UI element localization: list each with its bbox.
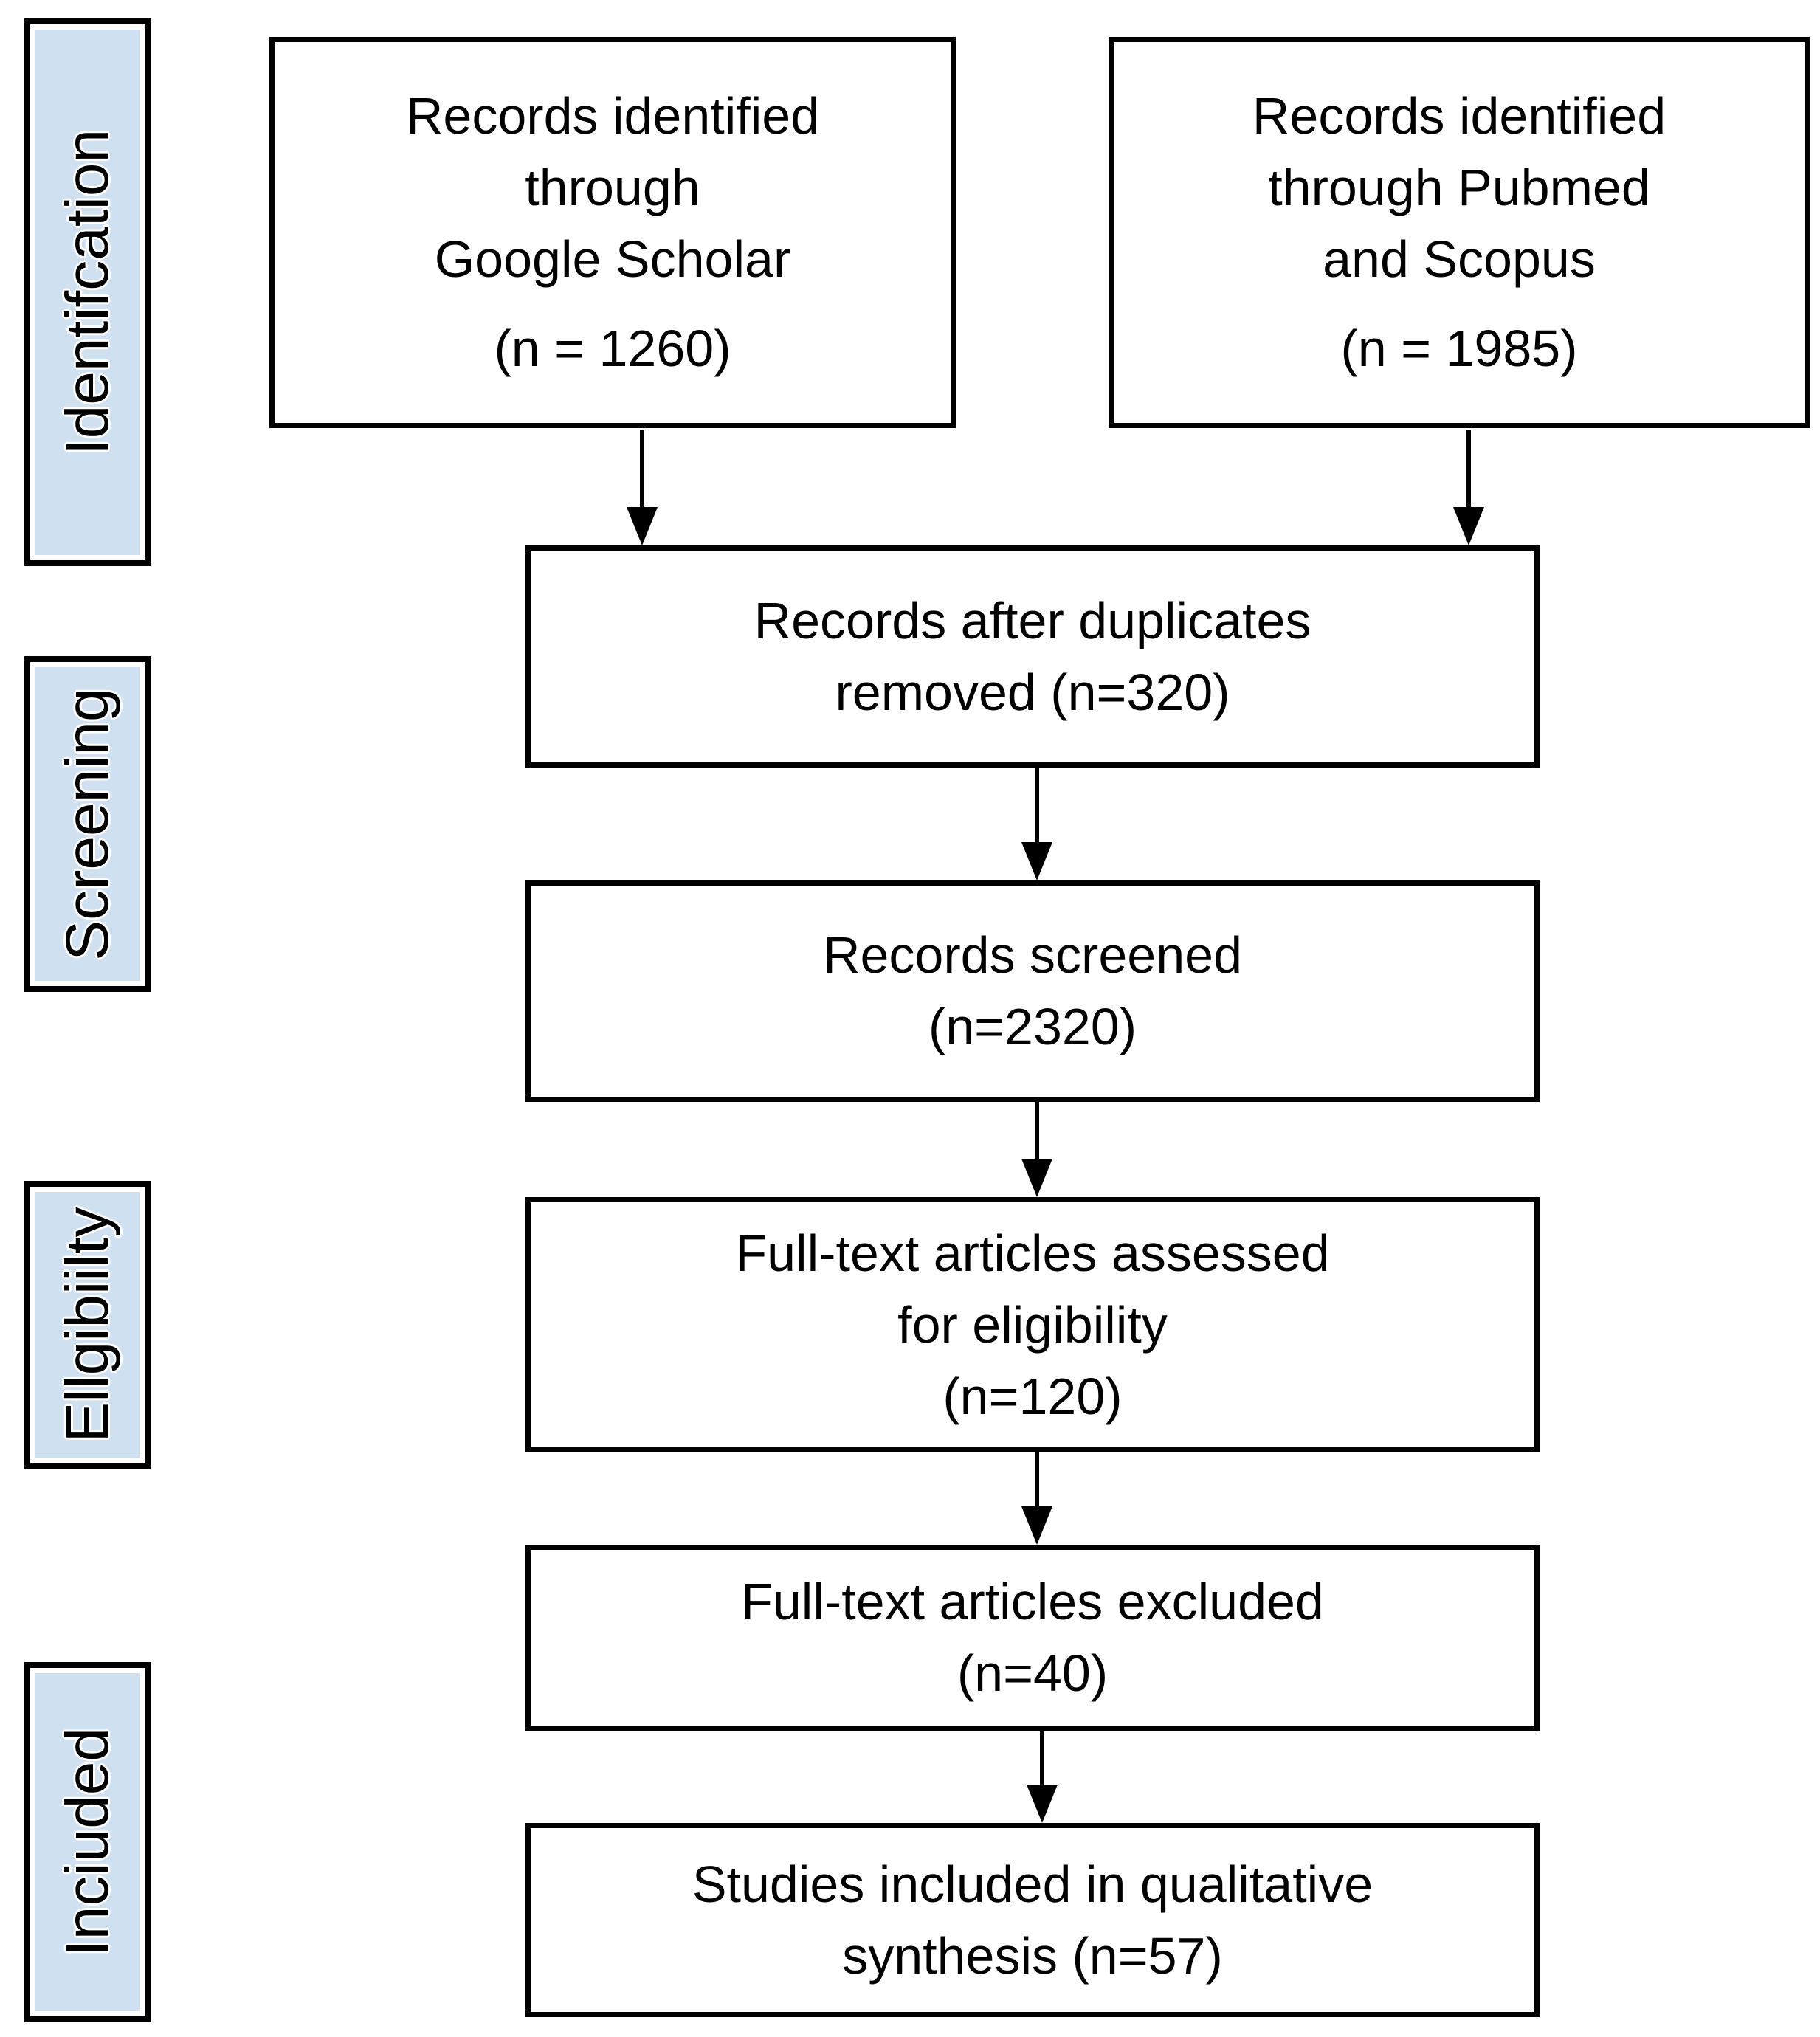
text-line: for eligibility: [897, 1295, 1168, 1354]
arrow-pubmed-scopus-to-duplicates: [1466, 430, 1471, 511]
stage-label-eligibility: Ellgibiilty: [54, 1207, 121, 1443]
text-line: Google Scholar: [434, 230, 791, 288]
box-studies-included-qualitative-synthesis: Studies included in qualitative synthesi…: [525, 1823, 1540, 2017]
box-fulltext-excluded: Full-text articles excluded (n=40): [525, 1545, 1540, 1731]
stage-box-identification: Identifcation: [24, 18, 151, 566]
arrow-duplicates-to-screened: [1035, 768, 1039, 846]
text-line: (n=2320): [928, 998, 1137, 1055]
text-line: (n=40): [956, 1644, 1109, 1702]
arrow-google-scholar-to-duplicates: [640, 430, 644, 511]
stage-box-eligibility: Ellgibiilty: [24, 1181, 151, 1469]
stage-label-included: Inciuded: [54, 1727, 121, 1957]
box-records-identified-google-scholar: Records identified through Google Schola…: [269, 37, 956, 428]
arrowhead-icon: [1027, 1785, 1058, 1823]
text-line: Full-text articles excluded: [741, 1573, 1324, 1630]
arrow-screened-to-assessed: [1035, 1102, 1039, 1162]
text-line: removed (n=320): [835, 663, 1230, 721]
arrowhead-icon: [1453, 507, 1484, 545]
arrow-assessed-to-excluded: [1035, 1452, 1039, 1510]
text-line: Studies included in qualitative: [692, 1855, 1373, 1913]
text-line: and Scopus: [1323, 230, 1596, 288]
record-count: (n = 1260): [494, 320, 731, 377]
text-line: synthesis (n=57): [842, 1926, 1223, 1985]
box-fulltext-assessed-eligibility: Full-text articles assessed for eligibil…: [525, 1197, 1540, 1452]
stage-label-identification: Identifcation: [54, 128, 121, 456]
text-line: through: [525, 159, 700, 216]
text-line: Records identified: [1252, 87, 1666, 145]
stage-box-screening: Screening: [24, 656, 151, 992]
arrowhead-icon: [627, 507, 658, 545]
record-count: (n = 1985): [1340, 320, 1578, 377]
text-line: (n=120): [942, 1367, 1123, 1425]
text-line: through Pubmed: [1268, 159, 1650, 216]
box-records-screened: Records screened (n=2320): [525, 880, 1540, 1102]
box-records-identified-pubmed-scopus: Records identified through Pubmed and Sc…: [1109, 37, 1810, 428]
arrowhead-icon: [1021, 1506, 1052, 1545]
arrowhead-icon: [1021, 842, 1052, 880]
text-line: Records identified: [405, 87, 820, 145]
arrowhead-icon: [1021, 1159, 1052, 1197]
stage-box-included: Inciuded: [24, 1662, 151, 2022]
text-line: Records screened: [822, 926, 1243, 984]
stage-label-screening: Screening: [54, 687, 121, 961]
text-line: Records after duplicates: [754, 591, 1311, 649]
box-records-after-duplicates-removed: Records after duplicates removed (n=320): [525, 545, 1540, 768]
arrow-excluded-to-included: [1040, 1731, 1044, 1788]
text-line: Full-text articles assessed: [735, 1224, 1330, 1282]
